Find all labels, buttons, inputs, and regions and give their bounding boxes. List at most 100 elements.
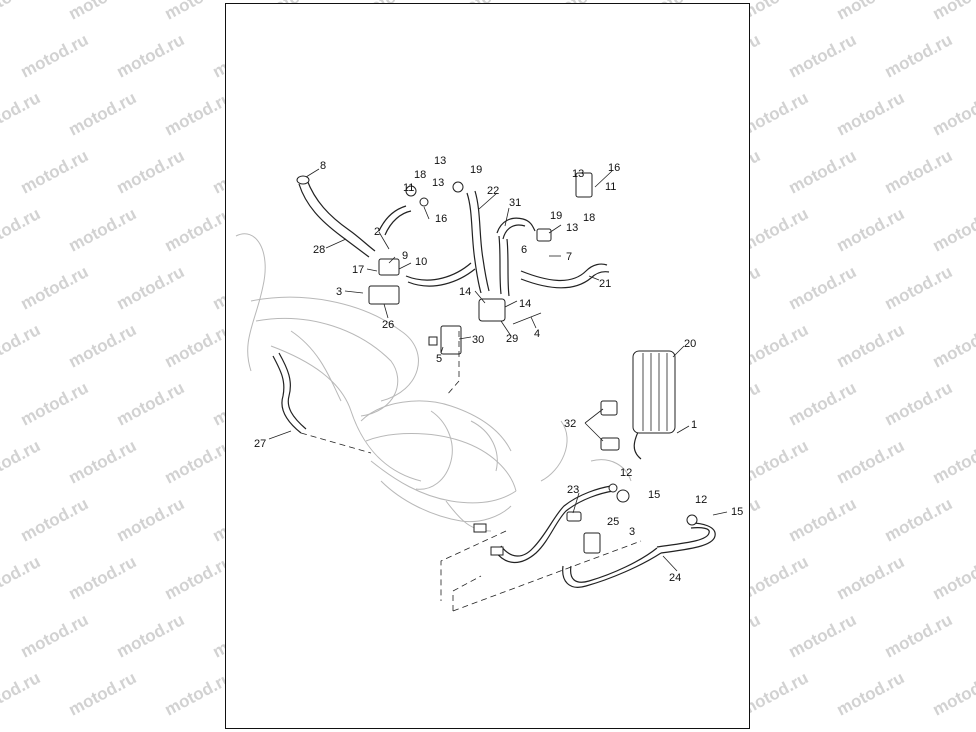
callout-19b: 19 [550,210,562,222]
watermark-text: motod.ru [834,668,908,719]
callout-31: 31 [509,197,521,209]
callout-14b: 14 [519,298,531,310]
callout-2: 2 [374,226,380,238]
diagram-frame: 8 28 2 9 10 17 3 26 18 11 13 13 16 19 22… [225,3,750,729]
watermark-text: motod.ru [114,30,188,81]
callout-29: 29 [506,333,518,345]
watermark-text: motod.ru [930,320,976,371]
watermark-text: motod.ru [882,610,956,661]
watermark-text: motod.ru [114,610,188,661]
watermark-text: motod.ru [0,552,43,603]
callout-5: 5 [436,353,442,365]
callout-27: 27 [254,438,266,450]
callout-23: 23 [567,484,579,496]
watermark-text: motod.ru [786,610,860,661]
watermark-text: motod.ru [66,0,140,24]
callout-14a: 14 [459,286,471,298]
callout-15b: 15 [731,506,743,518]
watermark-text: motod.ru [18,494,92,545]
watermark-text: motod.ru [834,436,908,487]
watermark-text: motod.ru [0,204,43,255]
callout-25: 25 [607,516,619,528]
watermark-text: motod.ru [0,668,43,719]
watermark-text: motod.ru [0,88,43,139]
watermark-text: motod.ru [930,668,976,719]
callout-30: 30 [472,334,484,346]
reference-lines [300,331,642,612]
watermark-text: motod.ru [114,262,188,313]
watermark-text: motod.ru [18,262,92,313]
watermark-text: motod.ru [66,204,140,255]
watermark-text: motod.ru [882,378,956,429]
watermark-text: motod.ru [930,0,976,24]
callout-13d: 13 [566,222,578,234]
callout-1: 1 [691,419,697,431]
watermark-text: motod.ru [834,88,908,139]
callout-8: 8 [320,160,326,172]
callout-24: 24 [669,572,681,584]
callout-18b: 18 [583,212,595,224]
engine-outline [235,233,632,532]
watermark-text: motod.ru [834,552,908,603]
watermark-text: motod.ru [0,320,43,371]
watermark-text: motod.ru [18,378,92,429]
watermark-text: motod.ru [18,146,92,197]
oil-cooler-hose-diagram: 8 28 2 9 10 17 3 26 18 11 13 13 16 19 22… [235,155,743,612]
watermark-text: motod.ru [66,668,140,719]
callout-18a: 18 [414,169,426,181]
components [296,172,698,556]
watermark-text: motod.ru [930,204,976,255]
callout-16a: 16 [435,213,447,225]
watermark-text: motod.ru [18,610,92,661]
callout-12a: 12 [620,467,632,479]
callout-16b: 16 [608,162,620,174]
watermark-text: motod.ru [66,436,140,487]
callout-20: 20 [684,338,696,350]
watermark-text: motod.ru [930,552,976,603]
watermark-text: motod.ru [834,204,908,255]
watermark-text: motod.ru [18,30,92,81]
callout-3b: 3 [629,526,635,538]
watermark-text: motod.ru [66,552,140,603]
callout-26: 26 [382,319,394,331]
watermark-text: motod.ru [786,30,860,81]
callout-17: 17 [352,264,364,276]
watermark-text: motod.ru [786,378,860,429]
callout-11b: 11 [605,181,616,193]
watermark-text: motod.ru [0,0,43,24]
watermark-text: motod.ru [930,88,976,139]
watermark-text: motod.ru [66,88,140,139]
callout-22: 22 [487,185,499,197]
callout-labels: 8 28 2 9 10 17 3 26 18 11 13 13 16 19 22… [254,155,743,584]
callout-13b: 13 [432,177,444,189]
callout-19a: 19 [470,164,482,176]
watermark-text: motod.ru [834,320,908,371]
callout-7: 7 [566,251,572,263]
callout-6: 6 [521,244,527,256]
callout-10: 10 [415,256,427,268]
watermark-text: motod.ru [930,436,976,487]
callout-28: 28 [313,244,325,256]
watermark-text: motod.ru [882,146,956,197]
callout-3a: 3 [336,286,342,298]
watermark-text: motod.ru [834,0,908,24]
callout-13a: 13 [434,155,446,167]
watermark-text: motod.ru [786,146,860,197]
watermark-text: motod.ru [786,262,860,313]
callout-21: 21 [599,278,611,290]
watermark-text: motod.ru [882,262,956,313]
watermark-text: motod.ru [114,378,188,429]
hose-lines [272,179,716,588]
callout-32: 32 [564,418,576,430]
watermark-text: motod.ru [66,320,140,371]
callout-11a: 11 [403,182,414,194]
watermark-text: motod.ru [882,494,956,545]
watermark-text: motod.ru [882,30,956,81]
watermark-text: motod.ru [0,436,43,487]
callout-4: 4 [534,328,540,340]
watermark-text: motod.ru [114,494,188,545]
leader-lines [268,168,728,572]
callout-13c: 13 [572,168,584,180]
watermark-text: motod.ru [114,146,188,197]
callout-15a: 15 [648,489,660,501]
